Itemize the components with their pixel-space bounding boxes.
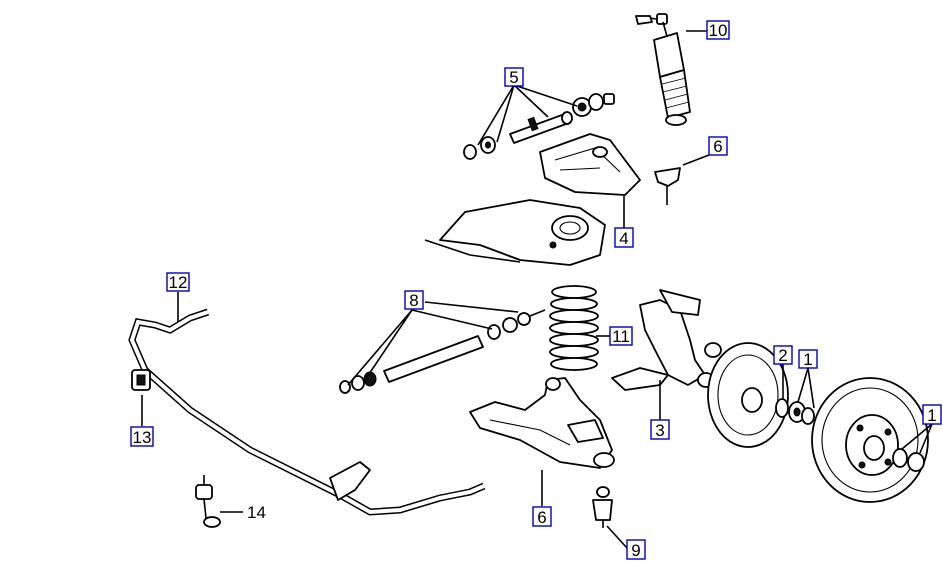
leader-lines <box>141 30 933 549</box>
callout-4: 4 <box>614 227 634 248</box>
lower-control-arm-part <box>469 377 615 469</box>
stabilizer-bar-part <box>128 308 486 516</box>
shock-absorber-part <box>635 13 691 126</box>
callout-box <box>798 349 818 369</box>
callout-label: 13 <box>133 428 152 447</box>
callout-10: 10 <box>706 20 730 40</box>
callout-box <box>504 67 524 87</box>
callout-label: 10 <box>709 21 728 40</box>
callout-3: 3 <box>650 419 670 440</box>
callout-box <box>614 227 634 248</box>
callout-7: 6 <box>532 506 552 527</box>
callout-5: 5 <box>504 67 524 87</box>
callout-label: 4 <box>619 229 628 248</box>
callout-label: 2 <box>778 346 787 365</box>
seal-and-bearings-part <box>775 398 815 425</box>
splash-shield-part <box>707 342 789 448</box>
callout-11: 11 <box>609 326 633 346</box>
frame-crossmember-part <box>424 199 606 266</box>
callout-label: 1 <box>927 406 936 425</box>
callout-1a: 1 <box>798 349 818 369</box>
callout-9: 9 <box>626 539 646 560</box>
callout-14: 14 <box>247 503 266 522</box>
callout-box <box>650 419 670 440</box>
outer-bearing-nut-part <box>892 448 925 472</box>
lower-ball-joint-part <box>592 486 613 528</box>
callout-box <box>130 426 154 447</box>
callout-box <box>708 136 728 156</box>
callout-label: 5 <box>509 68 518 87</box>
callout-label: 6 <box>713 137 722 156</box>
callout-box <box>922 404 942 425</box>
stabilizer-link-part <box>195 475 221 528</box>
callout-12: 12 <box>166 272 190 292</box>
callout-box <box>706 20 730 40</box>
callout-box <box>166 272 190 292</box>
callout-box <box>609 326 633 346</box>
callout-1b: 1 <box>922 404 942 425</box>
callout-8: 8 <box>404 290 424 310</box>
callout-label: 12 <box>169 273 188 292</box>
callout-label: 9 <box>631 541 640 560</box>
callout-box <box>626 539 646 560</box>
stabilizer-bushing-part <box>131 369 151 391</box>
coil-spring-part <box>549 285 599 371</box>
callout-13: 13 <box>130 426 154 447</box>
upper-control-arm-part <box>539 133 641 196</box>
brake-rotor-part <box>811 377 929 503</box>
callout-6: 6 <box>708 136 728 156</box>
callout-label: 3 <box>655 421 664 440</box>
callout-box <box>404 290 424 310</box>
steering-knuckle-part <box>611 289 722 391</box>
callout-2: 2 <box>773 345 793 365</box>
callout-label: 6 <box>537 508 546 527</box>
callout-label: 8 <box>409 291 418 310</box>
lower-arm-shaft-kit-part <box>339 309 546 394</box>
upper-ball-joint-part <box>654 167 681 205</box>
callout-label: 14 <box>247 503 266 522</box>
callout-box <box>773 345 793 365</box>
callout-box <box>532 506 552 527</box>
callout-label: 1 <box>803 350 812 369</box>
upper-arm-shaft-kit-part <box>463 93 615 160</box>
bar-clamp-part <box>329 461 371 501</box>
callout-label: 11 <box>612 327 630 346</box>
